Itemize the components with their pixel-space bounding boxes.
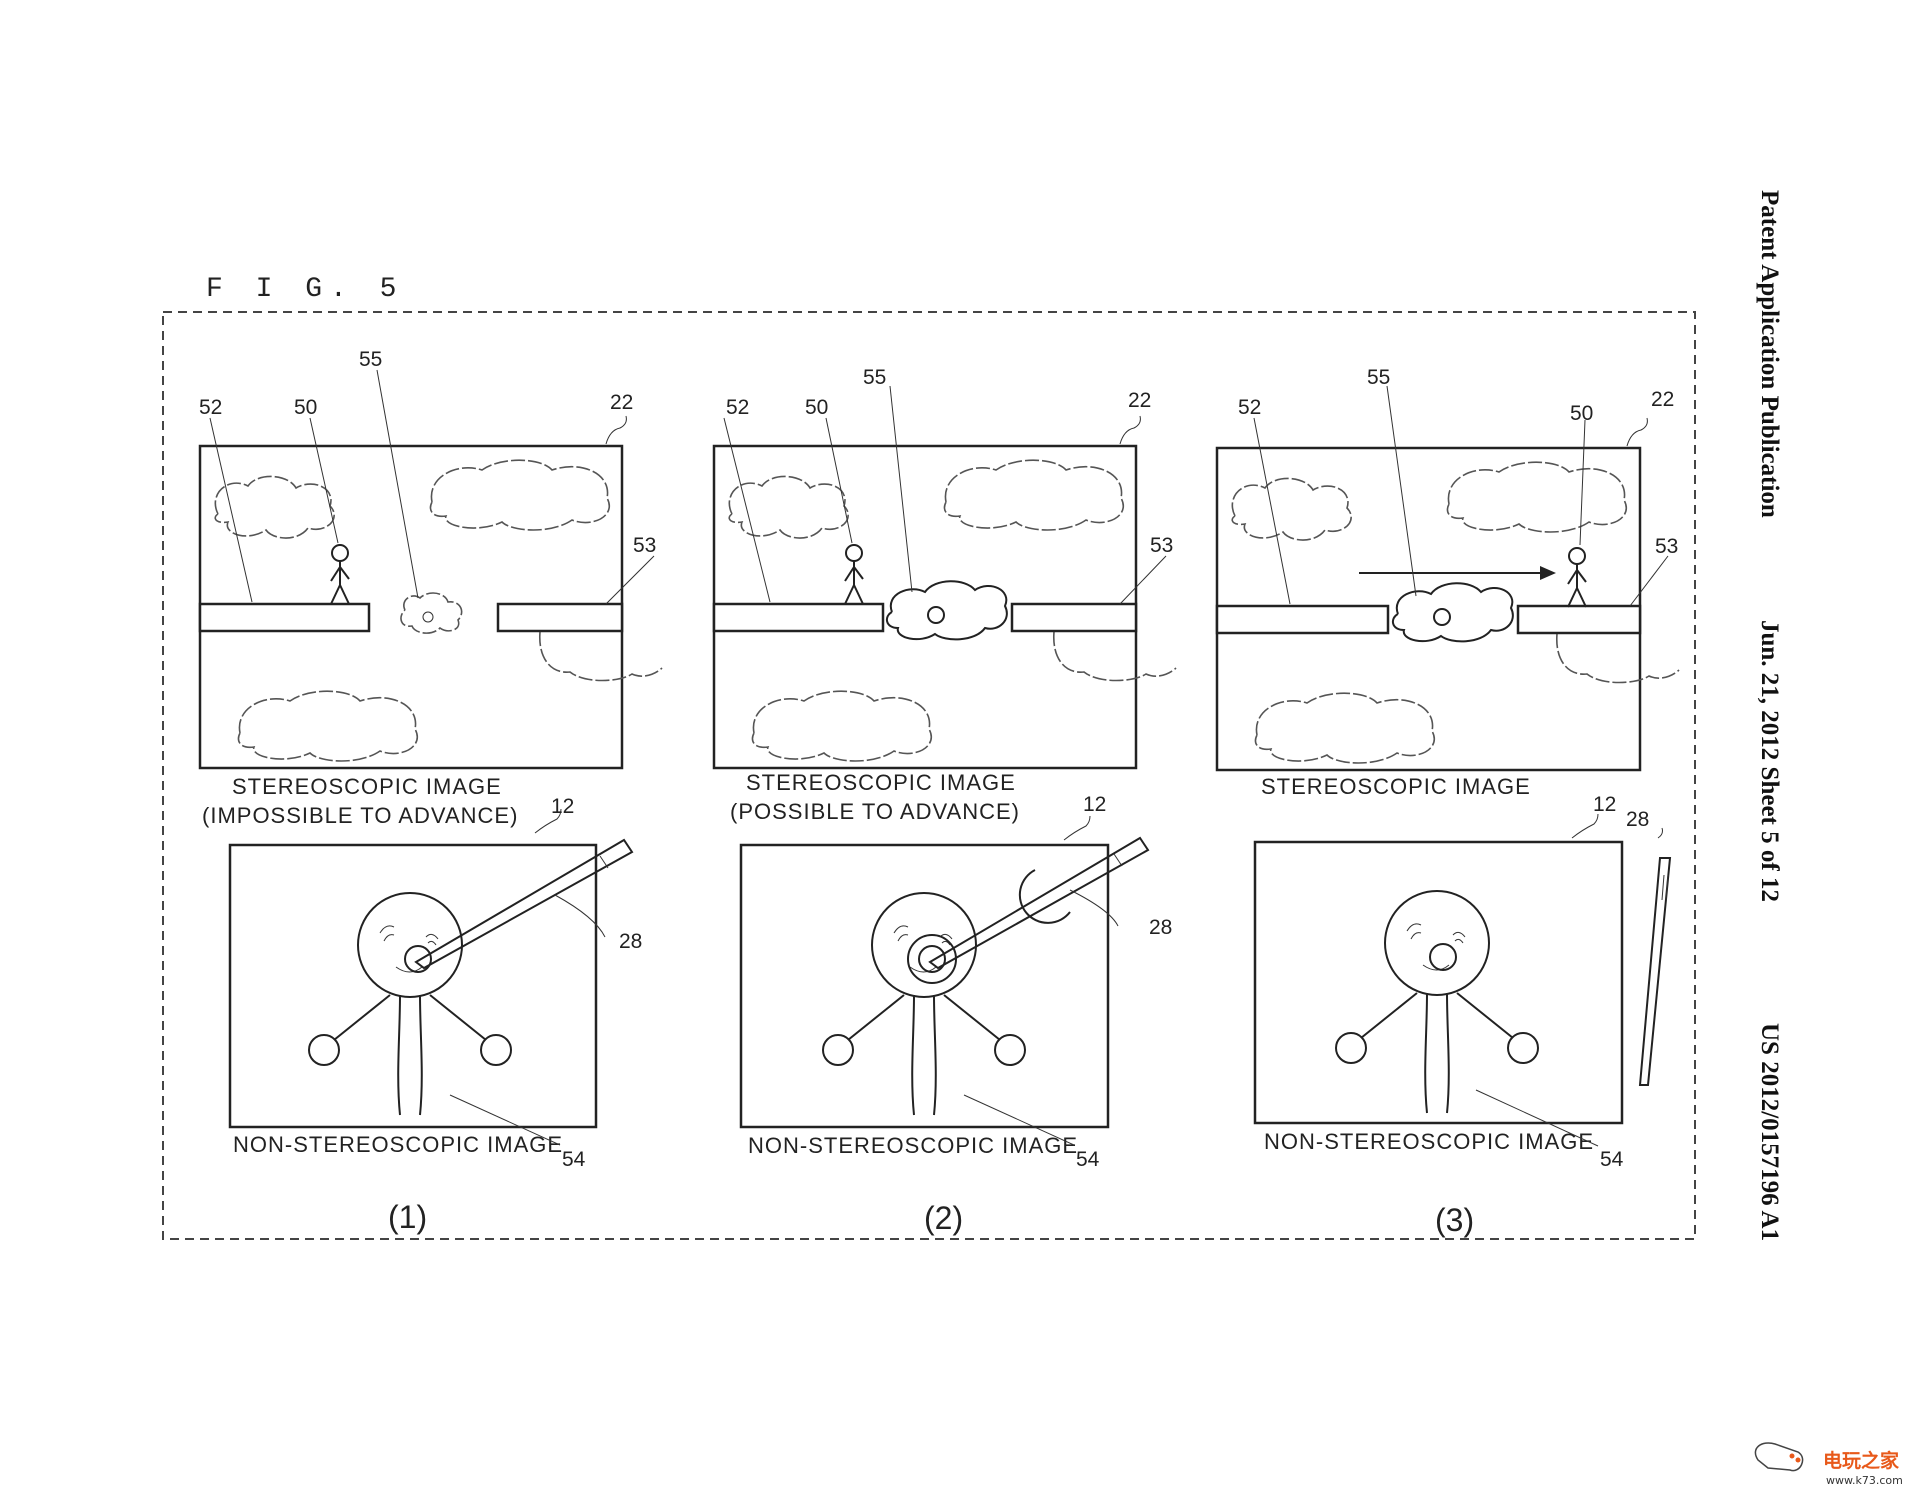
top-caption: STEREOSCOPIC IMAGE (232, 774, 502, 799)
platform-52 (1215, 604, 1390, 635)
platform-52 (198, 602, 371, 633)
touch-screen (1253, 840, 1624, 1125)
ref-55: 55 (359, 348, 382, 371)
patent-header: Patent Application Publication Jun. 21, … (1756, 190, 1783, 1241)
figure-frame (162, 311, 1696, 1240)
top-caption-status: (POSSIBLE TO ADVANCE) (730, 799, 1020, 824)
ref-12: 12 (551, 795, 574, 818)
ref-28: 28 (619, 930, 642, 953)
ref-52: 52 (726, 396, 749, 419)
ref-22: 22 (610, 391, 633, 414)
top-caption-status: (IMPOSSIBLE TO ADVANCE) (202, 803, 518, 828)
platform-53 (1010, 602, 1138, 633)
bottom-caption: NON-STEREOSCOPIC IMAGE (233, 1132, 563, 1157)
ref-12: 12 (1593, 793, 1616, 816)
rotate-gesture-icon (1018, 869, 1071, 924)
ref-28: 28 (1626, 808, 1649, 831)
touch-screen (739, 843, 1110, 1129)
ref-54: 54 (562, 1148, 586, 1171)
stylus-icon (1638, 857, 1672, 1086)
ref-50: 50 (1570, 402, 1593, 425)
platform-52 (712, 602, 885, 633)
ref-12: 12 (1083, 793, 1106, 816)
large-cloud-55 (885, 580, 1008, 641)
ref-54: 54 (1076, 1148, 1100, 1171)
large-cloud-55 (1391, 582, 1514, 643)
touch-screen (228, 843, 598, 1129)
ref-55: 55 (1367, 366, 1390, 389)
bottom-caption: NON-STEREOSCOPIC IMAGE (1264, 1129, 1594, 1154)
top-caption: STEREOSCOPIC IMAGE (746, 770, 1016, 795)
ref-55: 55 (863, 366, 886, 389)
advance-arrow (1359, 566, 1556, 580)
nose-target (404, 945, 432, 973)
watermark-url: www.k73.com (1826, 1474, 1903, 1487)
platform-53 (496, 602, 624, 633)
panel-1: 52 50 55 22 53 STEREOSCOPIC IMAGE (IMPOS… (198, 348, 663, 1235)
panel-2: 52 50 55 22 53 STEREOSCOPIC IMAGE (POSSI… (712, 366, 1177, 1236)
platform-53 (1516, 604, 1642, 635)
ref-22: 22 (1651, 388, 1674, 411)
ref-53: 53 (1655, 535, 1678, 558)
stylus-icon (928, 836, 1150, 970)
watermark-brand: 电玩之家 (1823, 1449, 1900, 1472)
ref-54: 54 (1600, 1148, 1624, 1171)
ref-53: 53 (633, 534, 656, 557)
ref-52: 52 (1238, 396, 1261, 419)
panel-index: (2) (924, 1200, 963, 1236)
panel-index: (1) (388, 1199, 427, 1235)
figure-title: F I G. 5 (206, 274, 404, 305)
watermark-logo: 电玩之家 www.k73.com (1754, 1442, 1903, 1487)
ref-50: 50 (805, 396, 828, 419)
bottom-caption: NON-STEREOSCOPIC IMAGE (748, 1133, 1078, 1158)
ref-22: 22 (1128, 389, 1151, 412)
ref-53: 53 (1150, 534, 1173, 557)
ref-52: 52 (199, 396, 222, 419)
publication-type: Patent Application Publication (1756, 190, 1783, 518)
small-cloud-55 (400, 592, 463, 634)
date-sheet: Jun. 21, 2012 Sheet 5 of 12 (1756, 620, 1783, 902)
nose (1429, 943, 1457, 971)
panel-index: (3) (1435, 1202, 1474, 1238)
panel-3: 52 55 50 22 53 STEREOSCOPIC IMAGE 12 28 … (1215, 366, 1680, 1238)
top-caption: STEREOSCOPIC IMAGE (1261, 774, 1531, 799)
patent-number: US 2012/0157196 A1 (1756, 1023, 1783, 1241)
stylus-icon (414, 838, 634, 970)
ref-28: 28 (1149, 916, 1172, 939)
nose-target (918, 945, 946, 973)
ref-50: 50 (294, 396, 317, 419)
